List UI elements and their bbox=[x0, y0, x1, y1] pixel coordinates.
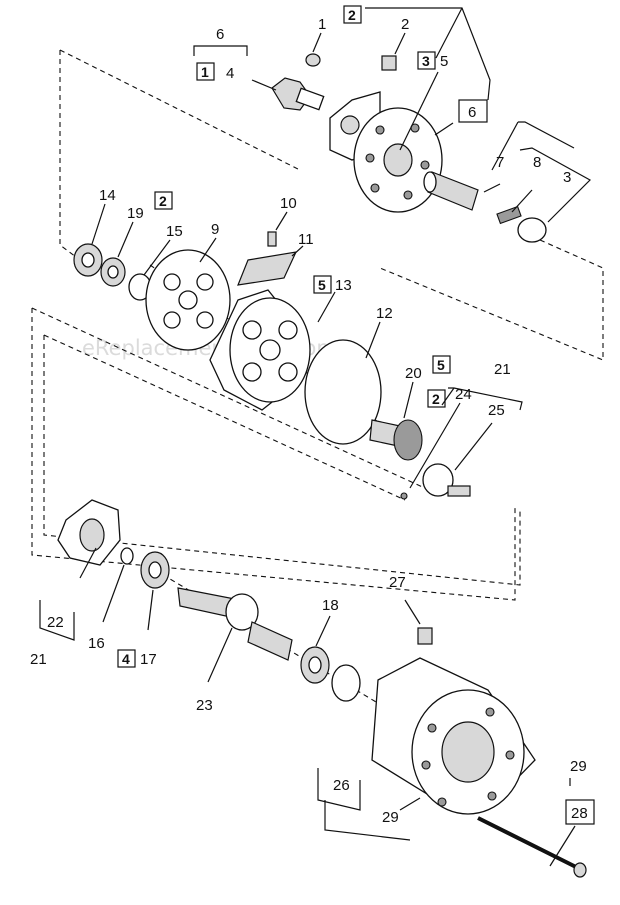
label-4: 4 bbox=[226, 65, 234, 82]
snap-ring-part-16 bbox=[120, 547, 134, 565]
label-6-right: 6 bbox=[468, 104, 476, 121]
bearing-part-19 bbox=[100, 257, 126, 287]
seal-ring-part-12 bbox=[304, 339, 382, 445]
plug-part-27 bbox=[417, 627, 433, 645]
label-22: 22 bbox=[47, 614, 64, 631]
boxed-label-5-right: 5 bbox=[437, 357, 445, 373]
boxed-label-3: 3 bbox=[422, 53, 430, 69]
rotor-housing-part-13 bbox=[209, 289, 311, 411]
label-18: 18 bbox=[322, 597, 339, 614]
label-24: 24 bbox=[455, 386, 472, 403]
ring-part-3 bbox=[517, 217, 547, 243]
label-19: 19 bbox=[127, 205, 144, 222]
label-6-left: 6 bbox=[216, 26, 224, 43]
bearing-part-17 bbox=[140, 551, 170, 589]
boxed-label-2-low: 2 bbox=[432, 391, 440, 407]
label-10: 10 bbox=[280, 195, 297, 212]
label-11: 11 bbox=[298, 231, 314, 248]
label-25: 25 bbox=[488, 402, 505, 419]
label-5-top: 5 bbox=[440, 53, 448, 70]
flange-part-22 bbox=[57, 499, 121, 566]
label-3: 3 bbox=[563, 169, 571, 186]
gear-shaft-part-20 bbox=[369, 419, 423, 461]
boxed-label-2-top: 2 bbox=[348, 7, 356, 23]
screw-part-10 bbox=[267, 231, 277, 247]
boxed-label-2-mid: 2 bbox=[159, 193, 167, 209]
key-part-8 bbox=[496, 205, 522, 225]
setscrew-part-2 bbox=[381, 55, 397, 71]
label-21-left: 21 bbox=[30, 651, 47, 668]
spool-part-7 bbox=[423, 171, 479, 211]
main-housing-part-29 bbox=[371, 657, 536, 815]
label-23: 23 bbox=[196, 697, 213, 714]
label-26: 26 bbox=[333, 777, 350, 794]
label-8: 8 bbox=[533, 154, 541, 171]
bolt-part-28 bbox=[477, 816, 587, 878]
shim-part-11 bbox=[237, 251, 298, 286]
label-15: 15 bbox=[166, 223, 183, 240]
plug-part-1 bbox=[305, 53, 321, 67]
drive-part-25 bbox=[422, 463, 471, 497]
bearing-part-14 bbox=[73, 243, 103, 277]
label-29-bottom: 29 bbox=[382, 809, 399, 826]
label-21-right: 21 bbox=[494, 361, 511, 378]
part-labels: 1 2 2 6 1 4 3 5 6 7 8 3 14 19 2 15 9 10 … bbox=[30, 7, 588, 826]
port-housing bbox=[329, 91, 443, 213]
plate-part-9 bbox=[145, 249, 231, 351]
shaft-part-23 bbox=[177, 587, 293, 661]
label-boxes bbox=[117, 5, 595, 825]
label-28: 28 bbox=[571, 805, 588, 822]
label-7: 7 bbox=[496, 154, 504, 171]
label-16: 16 bbox=[88, 635, 105, 652]
seal-part-26 bbox=[331, 664, 361, 702]
bearing-part-18 bbox=[300, 646, 330, 684]
fitting-part-4 bbox=[271, 77, 325, 111]
label-14: 14 bbox=[99, 187, 116, 204]
label-2-top: 2 bbox=[401, 16, 409, 33]
label-29-right: 29 bbox=[570, 758, 587, 775]
boxed-label-5-mid: 5 bbox=[318, 277, 326, 293]
boxed-label-1: 1 bbox=[201, 64, 209, 80]
pin-part-24 bbox=[400, 492, 408, 500]
label-1: 1 bbox=[318, 16, 326, 33]
label-17: 17 bbox=[140, 651, 157, 668]
label-9: 9 bbox=[211, 221, 219, 238]
label-13: 13 bbox=[335, 277, 352, 294]
label-20: 20 bbox=[405, 365, 422, 382]
leader-lines bbox=[39, 7, 591, 867]
label-12: 12 bbox=[376, 305, 393, 322]
boxed-label-4: 4 bbox=[122, 651, 130, 667]
label-27: 27 bbox=[389, 574, 406, 591]
